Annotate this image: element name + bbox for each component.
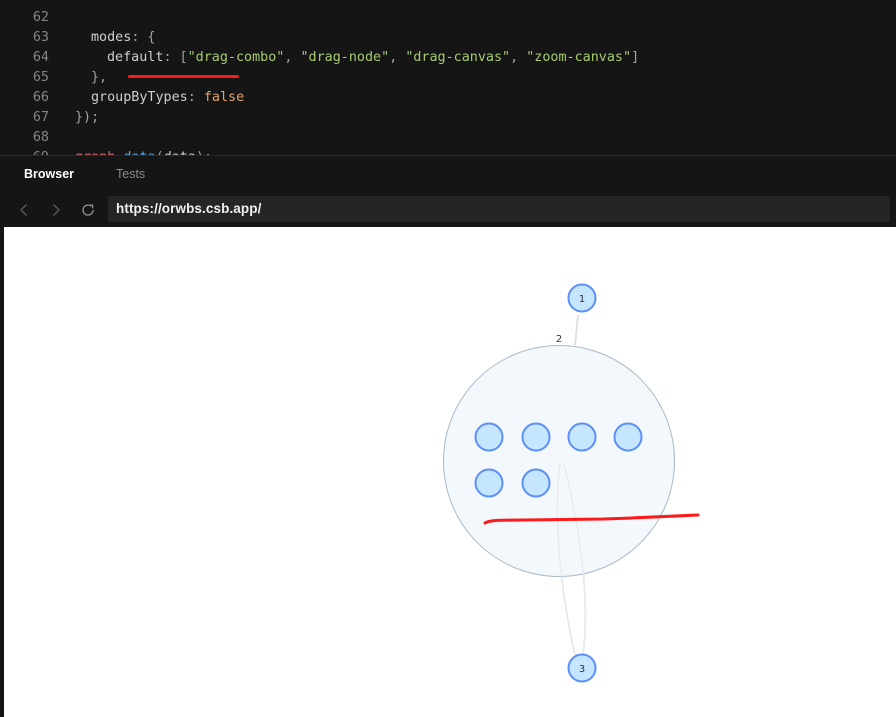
- graph-svg[interactable]: 2 1 3: [4, 227, 896, 717]
- node[interactable]: [474, 468, 504, 498]
- back-button[interactable]: [16, 202, 32, 218]
- node[interactable]: [613, 422, 643, 452]
- modes-key: modes: [91, 30, 132, 45]
- red-annotation-underline: [128, 75, 239, 78]
- node-1[interactable]: [567, 283, 597, 313]
- node[interactable]: [474, 422, 504, 452]
- code-line: 65 groupByTypes: false: [0, 48, 244, 105]
- node[interactable]: [521, 422, 551, 452]
- default-key: default: [107, 50, 164, 65]
- code-line: 69 graph.render();: [0, 128, 49, 155]
- mode-string: "zoom-canvas": [526, 50, 632, 65]
- node-3[interactable]: [567, 653, 597, 683]
- node-3-label: 3: [579, 664, 585, 675]
- node[interactable]: [521, 468, 551, 498]
- left-gutter: [0, 156, 4, 717]
- data-fn: data: [123, 150, 155, 155]
- code-line: 67: [0, 88, 49, 125]
- line-number: 65: [32, 70, 49, 85]
- mode-string: "drag-node": [300, 50, 390, 65]
- code-text: },: [91, 70, 108, 85]
- line-number: 67: [32, 110, 49, 125]
- tab-browser[interactable]: Browser: [24, 167, 75, 181]
- code-line: 64 },: [0, 28, 107, 85]
- reload-button[interactable]: [80, 202, 96, 218]
- code-line: 70: [0, 148, 32, 155]
- url-text: https://orwbs.csb.app/: [116, 201, 262, 216]
- edge-inner-right: [563, 463, 586, 656]
- code-line: 68 graph.data(data);: [0, 108, 212, 155]
- line-number: 64: [32, 50, 49, 65]
- edge-1-2: [574, 314, 579, 346]
- data-arg: data: [164, 150, 196, 155]
- node[interactable]: [567, 422, 597, 452]
- combo-label: 2: [556, 334, 562, 345]
- code-line: 62 modes: {: [0, 0, 156, 45]
- tab-tests[interactable]: Tests: [116, 167, 146, 181]
- forward-button[interactable]: [48, 202, 64, 218]
- url-bar[interactable]: https://orwbs.csb.app/: [108, 196, 890, 222]
- line-number: 68: [32, 130, 49, 145]
- line-number: 63: [32, 30, 49, 45]
- group-by-types-value: false: [203, 90, 245, 105]
- group-by-types-key: groupByTypes: [91, 90, 188, 105]
- chevron-right-icon: [53, 204, 60, 216]
- node-1-label: 1: [579, 294, 585, 305]
- graph-canvas[interactable]: 2 1 3: [4, 227, 896, 717]
- red-annotation-stroke: [483, 513, 700, 525]
- edge-inner-left: [556, 463, 576, 656]
- reload-icon: [82, 204, 94, 216]
- line-number: 69: [0, 148, 49, 155]
- code-text: });: [75, 110, 100, 125]
- graph-var: graph: [75, 150, 115, 155]
- code-editor[interactable]: 62 modes: { 63 default: ["drag-combo", "…: [0, 0, 896, 155]
- mode-string: "drag-combo": [187, 50, 285, 65]
- line-number: 66: [32, 90, 49, 105]
- code-line: 66 });: [0, 68, 99, 125]
- browser-panel: Browser Tests https://orwbs.csb.app/ 2: [0, 156, 896, 717]
- chevron-left-icon: [20, 204, 27, 216]
- code-line: 63 default: ["drag-combo", "drag-node", …: [0, 8, 639, 65]
- line-number: 62: [32, 10, 49, 25]
- panel-divider[interactable]: [0, 155, 896, 156]
- mode-string: "drag-canvas": [405, 50, 511, 65]
